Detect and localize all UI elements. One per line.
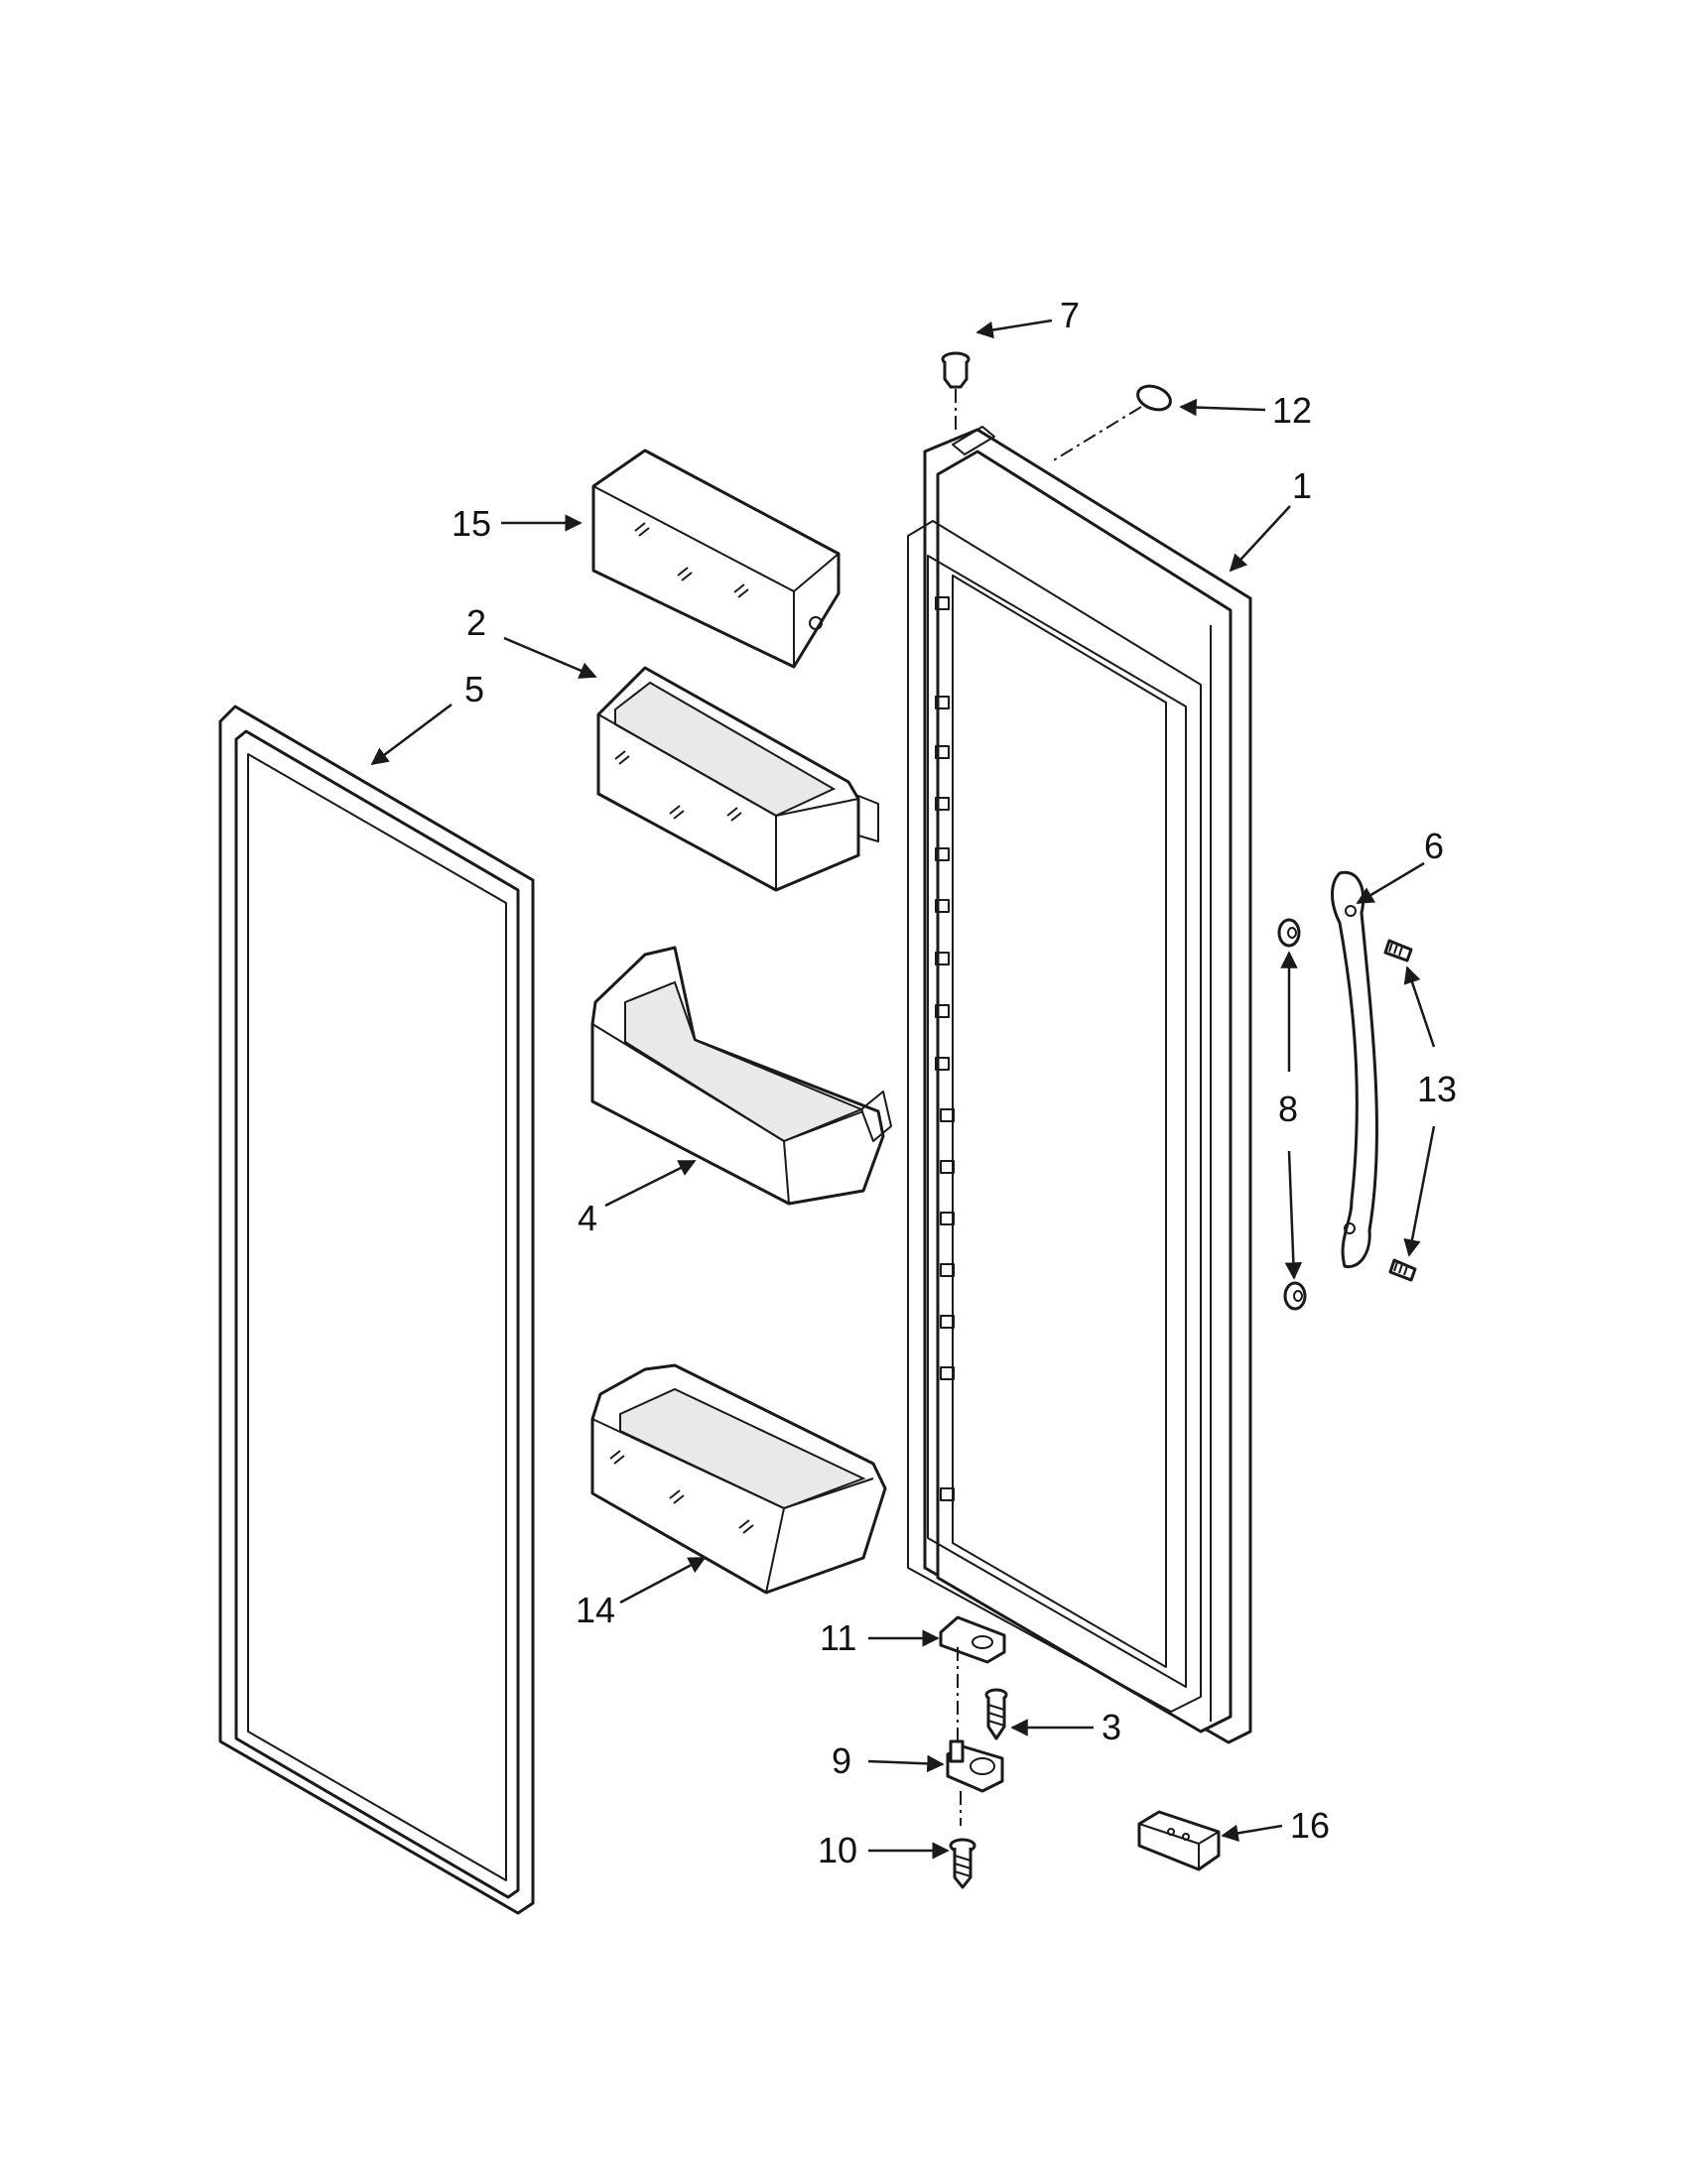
door-bin-2 (596, 666, 879, 892)
handle-screw-top (1383, 939, 1413, 963)
door-gasket (218, 705, 535, 1915)
bottom-hinge-plate (939, 1615, 1006, 1664)
callout-10: 10 (818, 1830, 857, 1870)
callout-12: 12 (1272, 390, 1312, 431)
callout-8: 8 (1278, 1089, 1298, 1129)
bottom-hinge-screw (949, 1838, 976, 1889)
callout-6: 6 (1424, 826, 1444, 866)
top-hinge-bushing (941, 351, 971, 389)
leader-lines (370, 319, 1436, 1860)
callout-5: 5 (464, 669, 484, 709)
refrigerator-door (907, 426, 1252, 1744)
callout-2: 2 (466, 602, 486, 643)
door-handle (1331, 870, 1378, 1268)
callout-16: 16 (1290, 1805, 1330, 1846)
handle-spacer-top (1277, 918, 1301, 948)
callout-11: 11 (820, 1617, 856, 1658)
handle-screw-bottom (1388, 1258, 1417, 1282)
callout-1: 1 (1292, 465, 1312, 506)
callout-7: 7 (1060, 295, 1080, 335)
callout-13: 13 (1417, 1069, 1457, 1109)
callout-15: 15 (452, 503, 491, 544)
door-stop (1137, 1810, 1221, 1871)
callout-3: 3 (1102, 1707, 1121, 1747)
callout-9: 9 (832, 1740, 851, 1781)
door-bin-top (591, 449, 841, 669)
door-bin-open (590, 946, 892, 1206)
door-bin-lower (590, 1363, 887, 1595)
callout-labels: 7 12 1 15 2 5 6 8 13 4 14 11 3 9 10 16 (452, 295, 1457, 1870)
bottom-hinge (946, 1739, 1004, 1793)
hinge-screw (984, 1688, 1008, 1740)
callout-4: 4 (578, 1198, 597, 1238)
hinge-cap (1136, 384, 1172, 412)
callout-14: 14 (576, 1590, 615, 1630)
handle-spacer-bottom (1283, 1281, 1307, 1311)
